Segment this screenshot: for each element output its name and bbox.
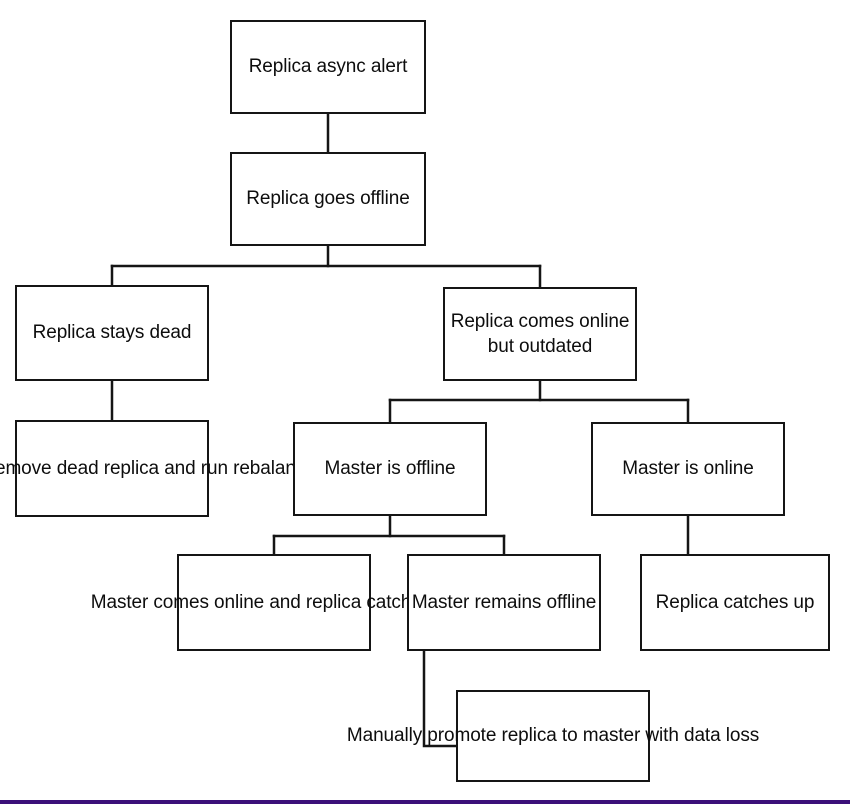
node-label: Master comes online and replica catches … [90, 591, 458, 613]
node-label: Replica stays dead [32, 322, 192, 344]
node-label: Manually remove dead replica and run reb… [0, 457, 316, 479]
node-label: Replica comes online but outdated [450, 310, 630, 357]
node-label: Replica catches up [655, 591, 815, 613]
node-manually-remove-dead-replica-and-run-rebalance[interactable]: Manually remove dead replica and run reb… [0, 420, 316, 517]
node-replica-async-alert[interactable]: Replica async alert [230, 20, 426, 114]
node-master-comes-online-and-replica-catches-up[interactable]: Master comes online and replica catches … [91, 554, 457, 651]
node-replica-goes-offline[interactable]: Replica goes offline [230, 152, 426, 246]
node-label: Replica goes offline [246, 188, 410, 210]
node-master-is-online[interactable]: Master is online [591, 422, 785, 516]
node-label: Master is offline [324, 458, 456, 480]
node-replica-stays-dead[interactable]: Replica stays dead [15, 285, 209, 381]
node-label: Manually promote replica to master with … [346, 725, 760, 747]
node-master-is-offline[interactable]: Master is offline [293, 422, 487, 516]
node-label: Master remains offline [411, 591, 597, 613]
node-manually-promote-replica-to-master-with-data-loss[interactable]: Manually promote replica to master with … [347, 690, 759, 782]
node-replica-catches-up[interactable]: Replica catches up [640, 554, 830, 651]
node-master-remains-offline[interactable]: Master remains offline [407, 554, 601, 651]
node-label: Replica async alert [248, 56, 408, 78]
node-replica-comes-online-but-outdated[interactable]: Replica comes online but outdated [443, 287, 637, 381]
node-label: Master is online [622, 458, 754, 480]
footer-rule [0, 800, 850, 804]
